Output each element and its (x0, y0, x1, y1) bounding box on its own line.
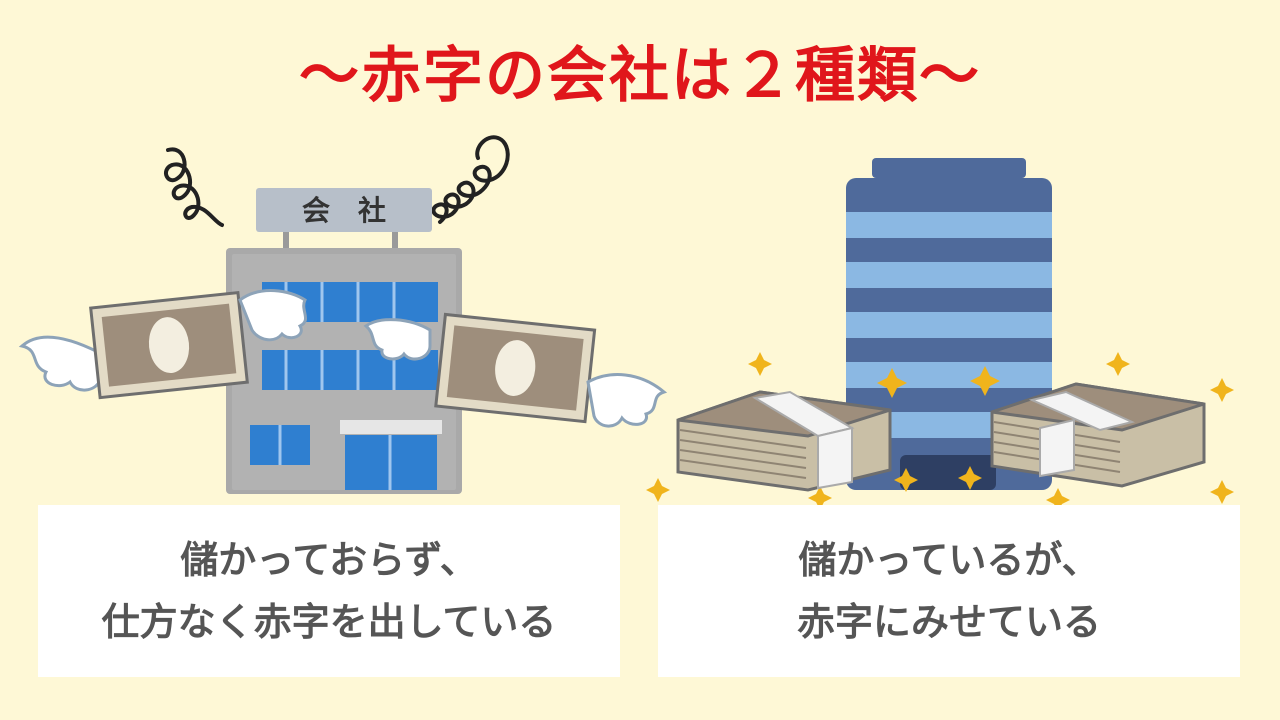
caption-right-line2: 赤字にみせている (796, 600, 1101, 644)
caption-box-right: 儲かっているが、 赤字にみせている (658, 505, 1240, 677)
money-stack-right-icon (990, 382, 1206, 488)
building-sign-label: 会 社 (302, 194, 386, 227)
flying-banknote-left-icon (18, 289, 308, 400)
flying-banknote-right-icon (363, 312, 668, 428)
dizzy-swirl-right-icon (431, 135, 510, 224)
caption-left-line2: 仕方なく赤字を出している (101, 600, 557, 644)
hidden-profit-illustration (646, 158, 1234, 510)
sparkle-icons (646, 352, 1234, 510)
caption-right-line1: 儲かっているが、 (798, 538, 1100, 582)
caption-box-left: 儲かっておらず、 仕方なく赤字を出している (38, 505, 620, 677)
dizzy-swirl-left-icon (164, 147, 224, 227)
caption-left-line1: 儲かっておらず、 (180, 538, 478, 582)
money-stack-left-icon (676, 390, 892, 492)
struggling-company-illustration: 会 社 (18, 135, 668, 494)
page-title: 〜赤字の会社は２種類〜 (299, 41, 981, 111)
